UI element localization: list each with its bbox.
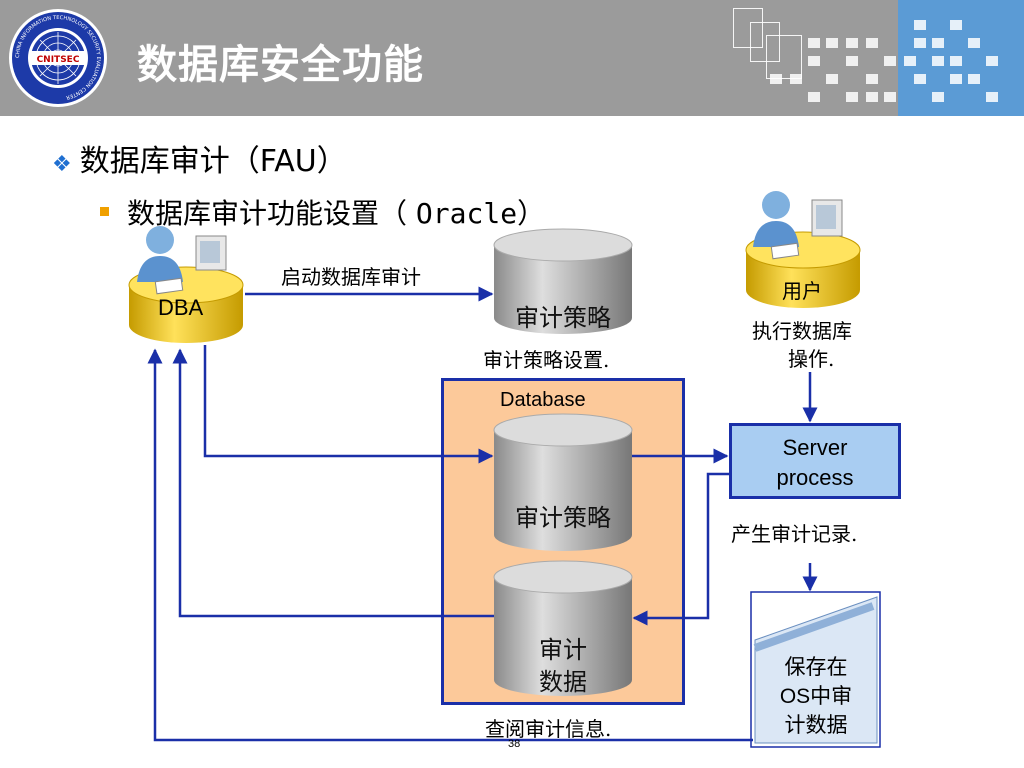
- audit-policy-top-label: 审计策略: [515, 304, 611, 332]
- page-number: 38: [508, 738, 521, 750]
- os-line1: 保存在: [784, 656, 848, 679]
- view-audit-text: 查阅审计信息.: [485, 717, 612, 741]
- database-label: Database: [500, 389, 586, 411]
- cnitsec-logo: CNITSEC CHINA INFORMATION TECHNOLOGY SEC…: [9, 9, 107, 107]
- bullet-level2: 数据库审计功能设置（ Oracle）: [100, 192, 545, 232]
- slide-title: 数据库安全功能: [137, 42, 424, 88]
- svg-text:CNITSEC: CNITSEC: [37, 55, 80, 65]
- user-action-line1: 执行数据库: [752, 319, 852, 343]
- audit-policy-cylinder-top: [493, 228, 633, 334]
- audit-policy-db-label: 审计策略: [515, 504, 611, 532]
- audit-policy-cylinder-db: [493, 413, 633, 551]
- server-process-box: Server process: [729, 423, 901, 499]
- user-label: 用户: [782, 281, 822, 303]
- dba-label: DBA: [158, 295, 204, 320]
- square-bullet-icon: [100, 206, 109, 216]
- generate-record-text: 产生审计记录.: [731, 522, 858, 546]
- server-line1: Server: [782, 435, 848, 460]
- os-line3: 计数据: [784, 714, 848, 737]
- user-action-line2: 操作.: [788, 347, 835, 371]
- start-audit-text: 启动数据库审计: [281, 265, 421, 289]
- os-audit-file-icon: [750, 591, 881, 748]
- dba-user-icon: [128, 226, 244, 343]
- server-line2: process: [776, 465, 854, 490]
- bullet2-oracle: Oracle: [415, 197, 518, 230]
- diamond-bullet-icon: ❖: [52, 152, 72, 177]
- bullet1-text: 数据库审计（FAU）: [79, 144, 347, 179]
- audit-data-label-line1: 审计: [539, 636, 587, 664]
- os-audit-text: 保存在 OS中审 计数据: [762, 653, 870, 740]
- bullet-level1: ❖ 数据库审计（FAU）: [52, 136, 347, 180]
- end-user-icon: [745, 191, 861, 308]
- os-line2: OS中审: [779, 685, 853, 708]
- audit-data-label-line2: 数据: [539, 668, 587, 696]
- bullet2-prefix: 数据库审计功能设置（: [127, 197, 416, 230]
- bullet2-suffix: ）: [517, 197, 546, 230]
- flow-arrows: [147, 286, 818, 742]
- audit-data-cylinder: [493, 560, 633, 696]
- policy-setting-text: 审计策略设置.: [483, 348, 610, 372]
